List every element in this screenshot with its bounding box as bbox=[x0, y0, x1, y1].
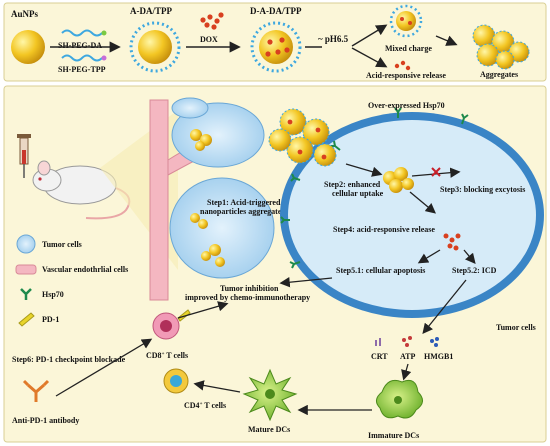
aunp-icon bbox=[11, 30, 45, 64]
step4-label: Step4: acid-responsive release bbox=[333, 225, 435, 234]
mature-dc-icon bbox=[242, 368, 298, 422]
step1-label-b: nanoparticles aggregates bbox=[200, 207, 285, 216]
antibody-arrow bbox=[55, 338, 153, 397]
cd8-t-cell-icon bbox=[152, 309, 191, 340]
arrow-release bbox=[351, 47, 388, 68]
extracellular-aggregates bbox=[268, 108, 337, 167]
tumor-inhibition-label-b: improved by chemo-immunotherapy bbox=[185, 293, 310, 302]
hsp70-receptors bbox=[280, 107, 469, 269]
damp-icons bbox=[375, 336, 439, 347]
aggregates-icon bbox=[472, 24, 530, 70]
cd8-plus: + bbox=[162, 352, 165, 357]
da-end-icon bbox=[101, 30, 107, 36]
vessel-vertical bbox=[149, 99, 169, 301]
step52-label: Step5.2: ICD bbox=[452, 266, 497, 275]
immature-dcs-label: Immature DCs bbox=[368, 431, 419, 440]
step3-label: Step3: blocking excytosis bbox=[440, 185, 525, 194]
apoptosis-arrow bbox=[417, 249, 441, 264]
immature-dc-icon bbox=[376, 379, 423, 419]
legend-hsp70-label: Hsp70 bbox=[42, 290, 64, 299]
damp-to-dc-arrow bbox=[401, 363, 412, 381]
cd4-label: CD4+ T cells bbox=[184, 401, 226, 410]
cd4-plus: + bbox=[200, 402, 203, 407]
acid-release-label: Acid-responsive release bbox=[366, 71, 446, 80]
peg-tpp-ligand-icon bbox=[61, 54, 103, 62]
cd4-text: CD4 bbox=[184, 401, 200, 410]
uptake-arrow bbox=[345, 163, 383, 177]
legend-hsp70-icon bbox=[20, 288, 32, 300]
inhibition-arrow bbox=[279, 277, 333, 288]
tumor-inhibition-label-a: Tumor inhibition bbox=[220, 284, 279, 293]
dox-icon bbox=[200, 12, 224, 30]
legend-pd1-label: PD-1 bbox=[42, 315, 59, 324]
legend-vascular-label: Vascular endothrlial cells bbox=[42, 265, 128, 274]
mixed-charge-particle bbox=[389, 4, 423, 38]
atp-label: ATP bbox=[400, 352, 416, 361]
tumor-cells-label: Tumor cells bbox=[496, 323, 536, 332]
tpp-end-icon bbox=[101, 55, 107, 61]
a-da-tpp-particle bbox=[129, 21, 181, 73]
crt-label: CRT bbox=[371, 352, 388, 361]
legend-tumor-label: Tumor cells bbox=[42, 240, 82, 249]
d-a-da-tpp-particle bbox=[250, 21, 302, 73]
mature-to-cd4-arrow bbox=[193, 380, 241, 393]
peg-da-ligand-icon bbox=[61, 29, 103, 37]
legend: Tumor cells Vascular endothrlial cells H… bbox=[15, 234, 128, 327]
anti-pd1-antibody-icon bbox=[22, 379, 50, 402]
damp-arrow bbox=[422, 279, 467, 335]
tumor-tissue bbox=[169, 97, 275, 279]
cd4-t-cells-text: T cells bbox=[202, 401, 226, 410]
step6-label: Step6: PD-1 checkpoint blockade bbox=[12, 355, 126, 364]
a-da-tpp-label: A-DA/TPP bbox=[130, 6, 172, 16]
ph-label: ~ pH6.5 bbox=[318, 34, 349, 44]
block-cross-icon bbox=[431, 167, 441, 177]
aggregates-label: Aggregates bbox=[480, 70, 518, 79]
intracellular-dox-icon bbox=[443, 233, 461, 251]
step2-label-b: cellular uptake bbox=[332, 189, 384, 198]
aunps-label: AuNPs bbox=[11, 9, 39, 19]
sh-peg-tpp-label: SH-PEG-TPP bbox=[58, 65, 106, 74]
overexpressed-label: Over-expressed Hsp70 bbox=[368, 101, 445, 110]
cd8-label: CD8+ T cells bbox=[146, 351, 188, 360]
arrow-aggregates bbox=[435, 35, 458, 46]
icd-arrow bbox=[463, 249, 476, 264]
mixed-charge-label: Mixed charge bbox=[385, 44, 432, 53]
cd8-text: CD8 bbox=[146, 351, 162, 360]
legend-pd1-icon bbox=[18, 312, 35, 327]
release-arrow bbox=[409, 191, 436, 214]
legend-vascular-icon bbox=[15, 264, 37, 275]
hmgb1-label: HMGB1 bbox=[424, 352, 453, 361]
arrow-mixed bbox=[351, 24, 388, 47]
tissue-np-aggregates bbox=[190, 129, 225, 267]
step1-label-a: Step1: Acid-triggered bbox=[207, 198, 281, 207]
sh-peg-da-label: SH-PEG-DA bbox=[58, 41, 102, 50]
syringe-icon bbox=[17, 134, 31, 178]
internal-aggregate bbox=[383, 167, 414, 193]
step2-label-a: Step2: enhanced bbox=[324, 180, 381, 189]
legend-tumor-icon bbox=[16, 234, 36, 254]
d-a-da-tpp-label: D-A-DA/TPP bbox=[250, 6, 302, 16]
released-dox-icon bbox=[394, 60, 411, 71]
dox-label: DOX bbox=[200, 35, 218, 44]
mature-dcs-label: Mature DCs bbox=[248, 425, 290, 434]
anti-pd1-label: Anti-PD-1 antibody bbox=[12, 416, 79, 425]
cd8-arrow bbox=[177, 301, 229, 319]
step51-label: Step5.1: cellular apoptosis bbox=[336, 266, 425, 275]
cd4-t-cell-icon bbox=[163, 368, 189, 394]
cd8-t-cells-text: T cells bbox=[164, 351, 188, 360]
